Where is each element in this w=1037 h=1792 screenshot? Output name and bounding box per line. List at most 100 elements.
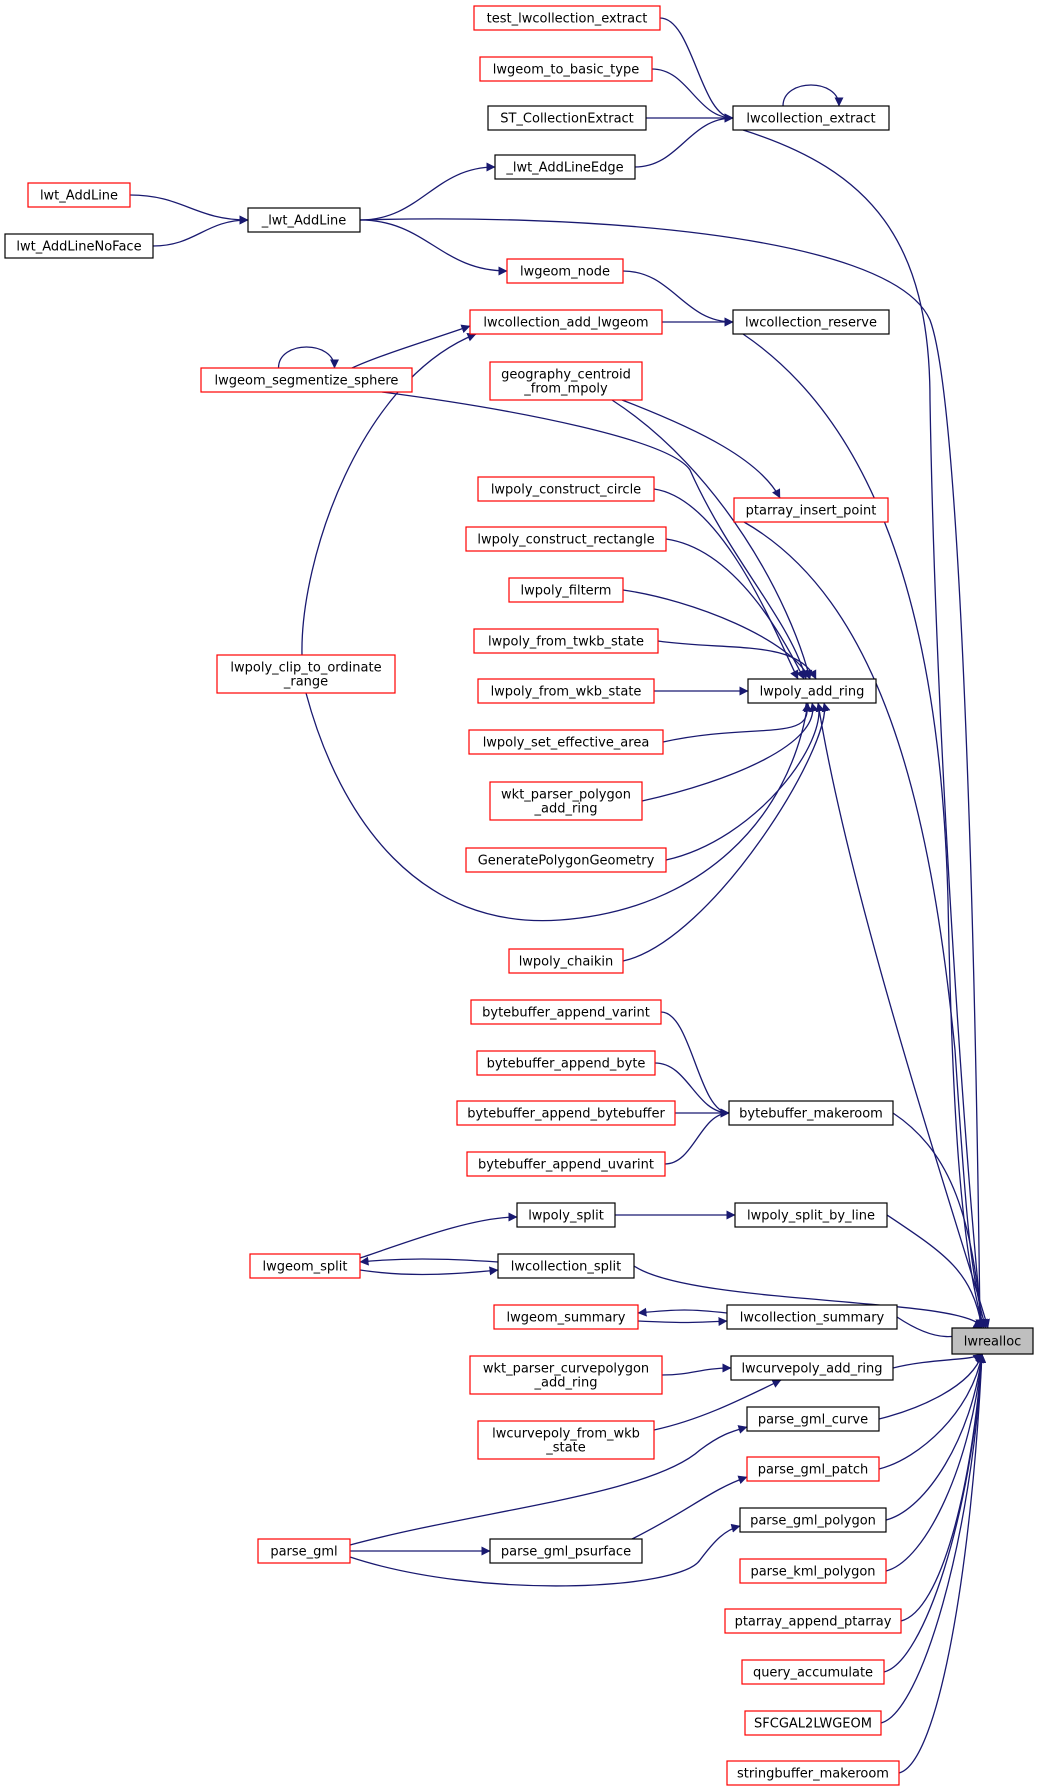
node-label-ptarray_append_ptarray: ptarray_append_ptarray bbox=[735, 1615, 892, 1630]
node-stringbuffer_makeroom[interactable]: stringbuffer_makeroom bbox=[726, 1760, 900, 1786]
node-box-lwpoly_construct_circle bbox=[477, 476, 655, 502]
node-label-_lwt_AddLine: _lwt_AddLine bbox=[261, 214, 347, 229]
node-box-lwpoly_clip_to_ordinate_range bbox=[216, 654, 396, 694]
edge-lwcollection_reserve-to-lwrealloc bbox=[742, 333, 986, 1329]
edge-lwpoly_from_twkb_state-to-lwpoly_add_ring bbox=[657, 640, 817, 680]
node-geography_centroid_from_mpoly[interactable]: geography_centroid_from_mpoly bbox=[489, 361, 643, 401]
node-lwcollection_extract[interactable]: lwcollection_extract bbox=[732, 105, 890, 131]
edge-_lwt_AddLine-to-lwgeom_node bbox=[359, 219, 508, 276]
node-lwpoly_filterm[interactable]: lwpoly_filterm bbox=[508, 577, 624, 603]
node-_lwt_AddLine[interactable]: _lwt_AddLine bbox=[247, 207, 361, 233]
edge-lwcollection_extract-to-lwcollection_extract bbox=[782, 84, 844, 107]
node-label-lwgeom_summary: lwgeom_summary bbox=[507, 1311, 626, 1326]
node-lwpoly_set_effective_area[interactable]: lwpoly_set_effective_area bbox=[468, 729, 664, 755]
node-lwt_AddLine[interactable]: lwt_AddLine bbox=[27, 182, 131, 208]
node-wkt_parser_polygon_add_ring[interactable]: wkt_parser_polygon_add_ring bbox=[489, 781, 643, 821]
node-lwcurvepoly_add_ring[interactable]: lwcurvepoly_add_ring bbox=[730, 1355, 894, 1381]
node-box-lwcollection_extract bbox=[732, 105, 890, 131]
node-ptarray_append_ptarray[interactable]: ptarray_append_ptarray bbox=[724, 1608, 902, 1634]
node-lwpoly_split[interactable]: lwpoly_split bbox=[516, 1202, 616, 1228]
node-parse_gml_patch[interactable]: parse_gml_patch bbox=[746, 1456, 880, 1482]
node-label-lwrealloc: lwrealloc bbox=[964, 1335, 1022, 1350]
node-bytebuffer_append_bytebuffer[interactable]: bytebuffer_append_bytebuffer bbox=[456, 1100, 676, 1126]
node-parse_gml_psurface[interactable]: parse_gml_psurface bbox=[489, 1538, 643, 1564]
edge-parse_gml_psurface-to-parse_gml_patch bbox=[631, 1475, 748, 1540]
node-box-lwpoly_split bbox=[516, 1202, 616, 1228]
node-bytebuffer_append_varint[interactable]: bytebuffer_append_varint bbox=[470, 999, 662, 1025]
node-SFCGAL2LWGEOM[interactable]: SFCGAL2LWGEOM bbox=[744, 1710, 882, 1736]
node-box-parse_gml_patch bbox=[746, 1456, 880, 1482]
edge-GeneratePolygonGeometry-to-lwpoly_add_ring bbox=[665, 702, 825, 861]
node-box-bytebuffer_append_byte bbox=[476, 1050, 656, 1076]
node-box-parse_gml_psurface bbox=[489, 1538, 643, 1564]
node-lwcollection_summary[interactable]: lwcollection_summary bbox=[726, 1304, 898, 1330]
edge-stringbuffer_makeroom-to-lwrealloc bbox=[898, 1353, 987, 1774]
edge-bytebuffer_makeroom-to-lwrealloc bbox=[892, 1112, 986, 1329]
node-box-ptarray_append_ptarray bbox=[724, 1608, 902, 1634]
node-box-lwgeom_summary bbox=[493, 1304, 639, 1330]
node-parse_gml_curve[interactable]: parse_gml_curve bbox=[746, 1406, 880, 1432]
node-bytebuffer_makeroom[interactable]: bytebuffer_makeroom bbox=[728, 1100, 894, 1126]
node-lwpoly_construct_circle[interactable]: lwpoly_construct_circle bbox=[477, 476, 655, 502]
node-lwpoly_split_by_line[interactable]: lwpoly_split_by_line bbox=[734, 1202, 888, 1228]
node-lwgeom_node[interactable]: lwgeom_node bbox=[506, 258, 624, 284]
edge-_lwt_AddLineEdge-to-lwcollection_extract bbox=[634, 113, 734, 168]
node-ST_CollectionExtract[interactable]: ST_CollectionExtract bbox=[487, 105, 647, 131]
node-lwgeom_split[interactable]: lwgeom_split bbox=[249, 1253, 361, 1279]
node-box-lwcurvepoly_from_wkb_state bbox=[477, 1420, 655, 1460]
edge-bytebuffer_append_uvarint-to-bytebuffer_makeroom bbox=[664, 1108, 730, 1165]
node-lwcollection_add_lwgeom[interactable]: lwcollection_add_lwgeom bbox=[469, 309, 663, 335]
edge-lwpoly_construct_circle-to-lwpoly_add_ring bbox=[653, 488, 799, 680]
node-label-wkt_parser_curvepolygon_add_ring-line-1: wkt_parser_curvepolygon bbox=[483, 1362, 649, 1377]
node-_lwt_AddLineEdge[interactable]: _lwt_AddLineEdge bbox=[494, 154, 636, 180]
node-bytebuffer_append_byte[interactable]: bytebuffer_append_byte bbox=[476, 1050, 656, 1076]
node-lwcollection_split[interactable]: lwcollection_split bbox=[497, 1253, 635, 1279]
node-lwpoly_construct_rectangle[interactable]: lwpoly_construct_rectangle bbox=[465, 526, 667, 552]
node-label-geography_centroid_from_mpoly-line-2: _from_mpoly bbox=[523, 382, 608, 397]
node-lwpoly_add_ring[interactable]: lwpoly_add_ring bbox=[747, 678, 877, 704]
node-label-lwcurvepoly_from_wkb_state-line-2: _state bbox=[545, 1441, 585, 1456]
node-label-lwgeom_node: lwgeom_node bbox=[520, 265, 610, 280]
node-wkt_parser_curvepolygon_add_ring[interactable]: wkt_parser_curvepolygon_add_ring bbox=[469, 1355, 663, 1395]
node-test_lwcollection_extract[interactable]: test_lwcollection_extract bbox=[473, 5, 661, 31]
node-box-geography_centroid_from_mpoly bbox=[489, 361, 643, 401]
node-lwpoly_from_twkb_state[interactable]: lwpoly_from_twkb_state bbox=[473, 628, 659, 654]
node-label-geography_centroid_from_mpoly-line-1: geography_centroid bbox=[501, 368, 631, 383]
node-parse_gml[interactable]: parse_gml bbox=[257, 1538, 351, 1564]
node-box-lwgeom_to_basic_type bbox=[479, 56, 653, 82]
node-lwcollection_reserve[interactable]: lwcollection_reserve bbox=[732, 309, 890, 335]
node-label-stringbuffer_makeroom: stringbuffer_makeroom bbox=[737, 1767, 889, 1782]
edge-wkt_parser_curvepolygon_add_ring-to-lwcurvepoly_add_ring bbox=[661, 1363, 732, 1376]
edge-ptarray_append_ptarray-to-lwrealloc bbox=[900, 1353, 986, 1622]
node-box-lwt_AddLine bbox=[27, 182, 131, 208]
node-box-test_lwcollection_extract bbox=[473, 5, 661, 31]
node-parse_gml_polygon[interactable]: parse_gml_polygon bbox=[739, 1507, 887, 1533]
node-box-stringbuffer_makeroom bbox=[726, 1760, 900, 1786]
node-label-lwpoly_set_effective_area: lwpoly_set_effective_area bbox=[483, 736, 650, 751]
node-lwgeom_segmentize_sphere[interactable]: lwgeom_segmentize_sphere bbox=[200, 367, 413, 393]
edge-test_lwcollection_extract-to-lwcollection_extract bbox=[659, 17, 734, 123]
node-box-_lwt_AddLine bbox=[247, 207, 361, 233]
node-parse_kml_polygon[interactable]: parse_kml_polygon bbox=[739, 1558, 887, 1584]
node-lwpoly_chaikin[interactable]: lwpoly_chaikin bbox=[508, 948, 624, 974]
node-lwpoly_from_wkb_state[interactable]: lwpoly_from_wkb_state bbox=[477, 678, 655, 704]
node-label-bytebuffer_makeroom: bytebuffer_makeroom bbox=[739, 1107, 883, 1122]
edge-lwpoly_clip_to_ordinate_range-to-lwcollection_add_lwgeom bbox=[301, 332, 477, 656]
node-label-lwpoly_split: lwpoly_split bbox=[528, 1209, 604, 1224]
node-lwgeom_summary[interactable]: lwgeom_summary bbox=[493, 1304, 639, 1330]
node-query_accumulate[interactable]: query_accumulate bbox=[741, 1659, 885, 1685]
node-lwpoly_clip_to_ordinate_range[interactable]: lwpoly_clip_to_ordinate_range bbox=[216, 654, 396, 694]
node-label-test_lwcollection_extract: test_lwcollection_extract bbox=[487, 12, 648, 27]
node-ptarray_insert_point[interactable]: ptarray_insert_point bbox=[733, 497, 889, 523]
edge-parse_gml_polygon-to-lwrealloc bbox=[885, 1353, 986, 1521]
node-lwt_AddLineNoFace[interactable]: lwt_AddLineNoFace bbox=[4, 233, 154, 259]
node-bytebuffer_append_uvarint[interactable]: bytebuffer_append_uvarint bbox=[466, 1151, 666, 1177]
edge-parse_gml-to-parse_gml_curve bbox=[349, 1425, 748, 1546]
node-label-parse_gml_curve: parse_gml_curve bbox=[758, 1413, 868, 1428]
node-label-lwpoly_from_twkb_state: lwpoly_from_twkb_state bbox=[488, 635, 644, 650]
node-lwcurvepoly_from_wkb_state[interactable]: lwcurvepoly_from_wkb_state bbox=[477, 1420, 655, 1460]
node-lwgeom_to_basic_type[interactable]: lwgeom_to_basic_type bbox=[479, 56, 653, 82]
node-box-SFCGAL2LWGEOM bbox=[744, 1710, 882, 1736]
edge-lwgeom_split-to-lwpoly_split bbox=[359, 1212, 518, 1259]
node-GeneratePolygonGeometry[interactable]: GeneratePolygonGeometry bbox=[465, 847, 667, 873]
